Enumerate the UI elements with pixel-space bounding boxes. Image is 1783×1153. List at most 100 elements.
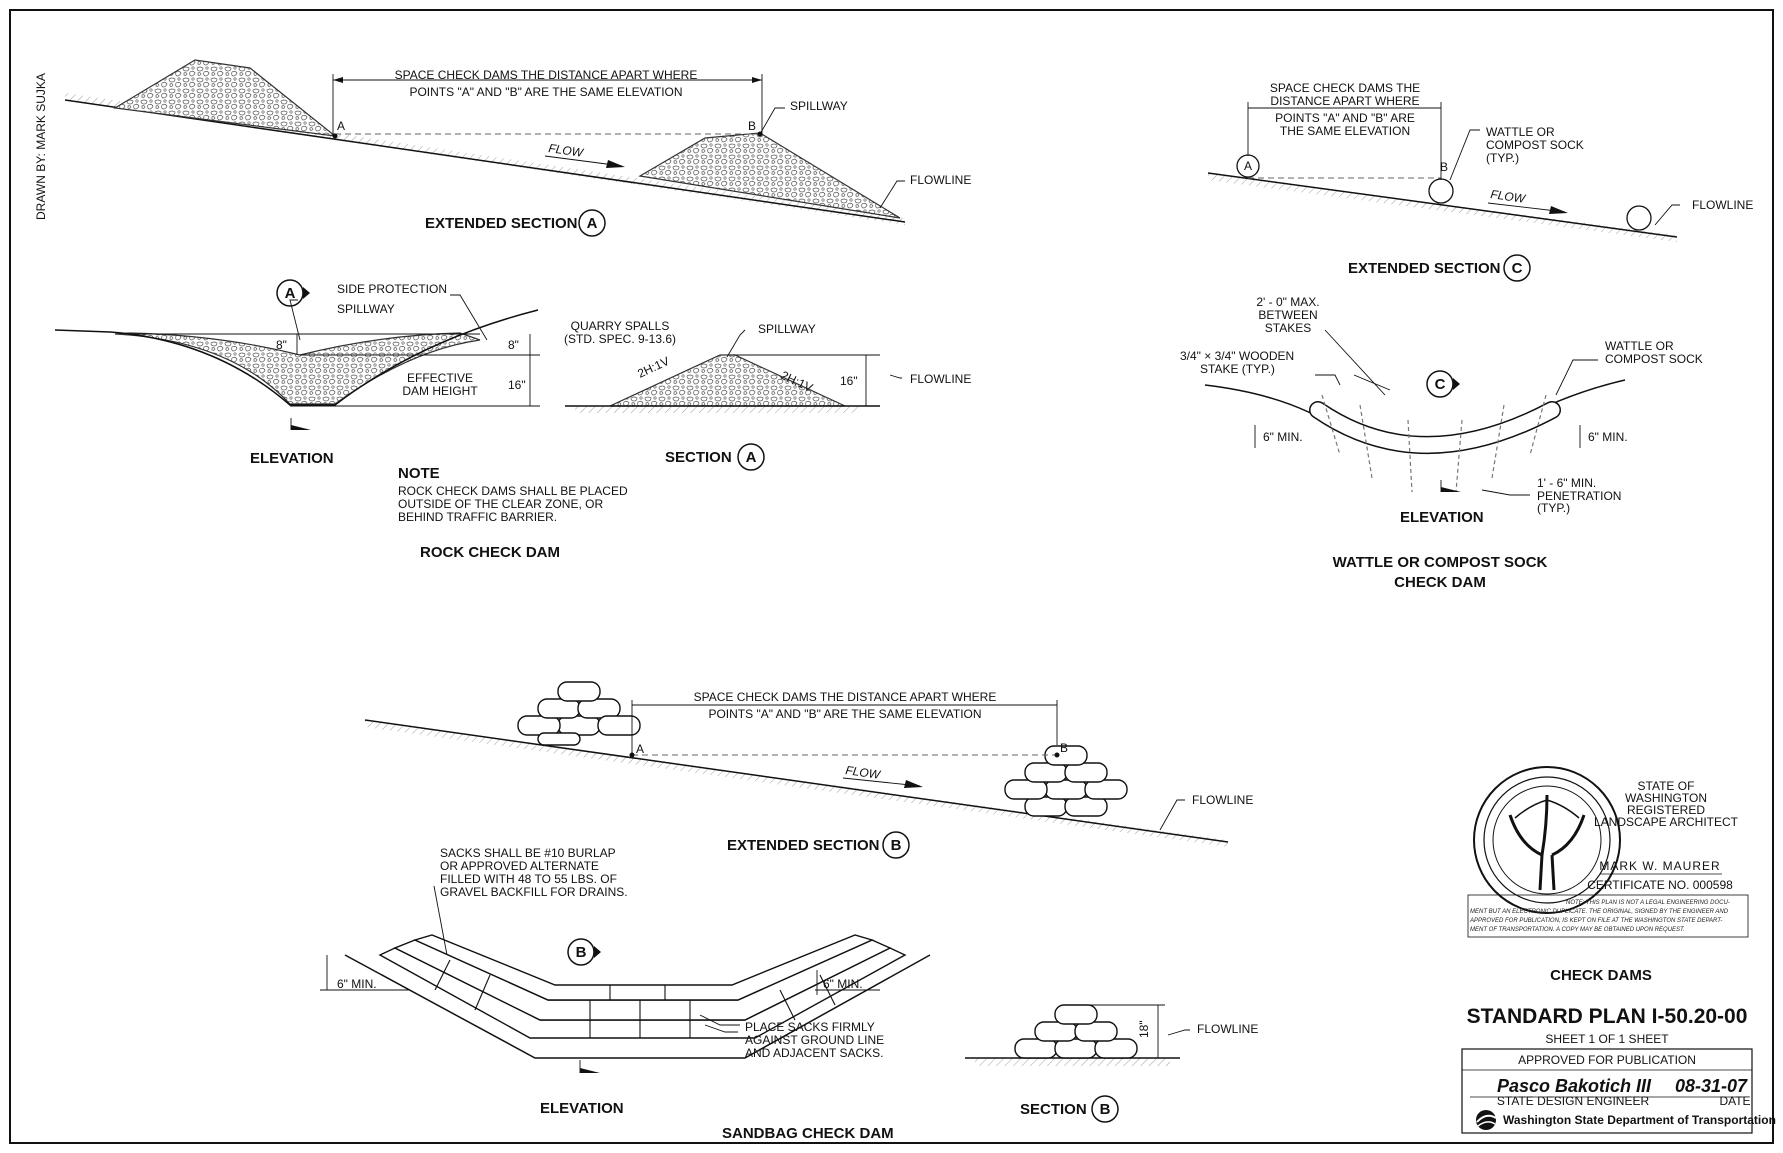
svg-text:C: C bbox=[1512, 260, 1523, 277]
section-a-title: SECTION bbox=[665, 449, 732, 466]
svg-text:SPILLWAY: SPILLWAY bbox=[758, 322, 816, 336]
svg-text:16": 16" bbox=[508, 378, 526, 392]
svg-text:WATTLE OR COMPOST SOCK: WATTLE OR COMPOST SOCK bbox=[1333, 554, 1548, 571]
svg-text:REGISTERED: REGISTERED bbox=[1627, 803, 1705, 817]
sheet-title: CHECK DAMS bbox=[1550, 967, 1652, 984]
svg-text:LANDSCAPE ARCHITECT: LANDSCAPE ARCHITECT bbox=[1594, 815, 1739, 829]
elevation-title: ELEVATION bbox=[250, 450, 334, 467]
rock-extended-section: SPACE CHECK DAMS THE DISTANCE APART WHER… bbox=[64, 59, 971, 237]
sandbag-section: 18" FLOWLINE SECTION B bbox=[965, 1004, 1258, 1123]
svg-text:2' - 0" MAX.: 2' - 0" MAX. bbox=[1256, 295, 1319, 309]
svg-text:B: B bbox=[576, 944, 587, 961]
rock-space-note: SPACE CHECK DAMS THE DISTANCE APART WHER… bbox=[395, 68, 698, 82]
svg-text:THE SAME ELEVATION: THE SAME ELEVATION bbox=[1280, 124, 1410, 138]
svg-text:WASHINGTON: WASHINGTON bbox=[1625, 791, 1707, 805]
svg-text:COMPOST SOCK: COMPOST SOCK bbox=[1605, 352, 1703, 366]
svg-text:(STD. SPEC. 9-13.6): (STD. SPEC. 9-13.6) bbox=[564, 332, 676, 346]
svg-text:OR APPROVED ALTERNATE: OR APPROVED ALTERNATE bbox=[440, 859, 599, 873]
svg-text:DATE: DATE bbox=[1719, 1094, 1750, 1108]
extended-section-title: EXTENDED SECTION bbox=[425, 215, 578, 232]
wattle-circle-b bbox=[1428, 178, 1454, 204]
svg-text:FLOW: FLOW bbox=[1490, 187, 1528, 206]
svg-text:WATTLE OR: WATTLE OR bbox=[1605, 339, 1674, 353]
agency-name: Washington State Department of Transport… bbox=[1503, 1113, 1776, 1127]
spillway-label: SPILLWAY bbox=[790, 99, 848, 113]
svg-text:2H:1V: 2H:1V bbox=[635, 354, 671, 381]
svg-text:A: A bbox=[285, 285, 296, 302]
svg-text:MENT BUT AN ELECTRONIC DUPLICA: MENT BUT AN ELECTRONIC DUPLICATE. THE OR… bbox=[1470, 909, 1729, 915]
rock-section: 16" 2H:1V 2H:1V QUARRY SPALLS (STD. SPEC… bbox=[564, 319, 971, 471]
stamp-seal bbox=[1473, 766, 1621, 914]
svg-text:SECTION: SECTION bbox=[1020, 1101, 1087, 1118]
point-a-label: A bbox=[337, 119, 345, 133]
svg-text:(TYP.): (TYP.) bbox=[1537, 501, 1570, 515]
svg-text:ELEVATION: ELEVATION bbox=[1400, 509, 1484, 526]
svg-text:CHECK DAM: CHECK DAM bbox=[1394, 574, 1486, 591]
rock-elevation: 8" 8" 16" EFFECTIVE DAM HEIGHT SIDE PROT… bbox=[54, 279, 540, 467]
svg-text:(TYP.): (TYP.) bbox=[1486, 151, 1519, 165]
svg-text:B: B bbox=[891, 837, 902, 854]
svg-text:MENT OF TRANSPORTATION. A COP: MENT OF TRANSPORTATION. A COPY MAY BE OB… bbox=[1470, 927, 1685, 933]
svg-text:ELEVATION: ELEVATION bbox=[540, 1100, 624, 1117]
spillway-label-2: SPILLWAY bbox=[337, 302, 395, 316]
svg-text:A: A bbox=[636, 742, 644, 756]
approval-date: 08-31-07 bbox=[1675, 1076, 1748, 1096]
sheet-border bbox=[9, 9, 1774, 1144]
drawn-by: DRAWN BY: MARK SUJKA bbox=[34, 73, 48, 220]
section-marker bbox=[578, 209, 606, 237]
stamp-signature: MARK W. MAURER bbox=[1599, 859, 1720, 873]
svg-text:6" MIN.: 6" MIN. bbox=[1263, 430, 1303, 444]
rock-note: NOTE ROCK CHECK DAMS SHALL BE PLACED OUT… bbox=[398, 465, 628, 524]
svg-text:8": 8" bbox=[508, 338, 519, 352]
svg-text:APPROVED FOR PUBLICATION, IS K: APPROVED FOR PUBLICATION, IS KEPT ON FIL… bbox=[1469, 918, 1722, 924]
svg-text:APPROVED FOR PUBLICATION: APPROVED FOR PUBLICATION bbox=[1518, 1053, 1696, 1067]
svg-text:POINTS "A" AND "B" ARE THE SAM: POINTS "A" AND "B" ARE THE SAME ELEVATIO… bbox=[409, 85, 682, 99]
wattle-circle-c bbox=[1626, 205, 1652, 231]
rock-elevation-body bbox=[114, 332, 481, 405]
title-block: CHECK DAMS STANDARD PLAN I-50.20-00 SHEE… bbox=[1461, 967, 1776, 1134]
svg-text:ROCK CHECK DAMS SHALL BE PLACE: ROCK CHECK DAMS SHALL BE PLACED bbox=[398, 484, 628, 498]
svg-text:PLACE SACKS FIRMLY: PLACE SACKS FIRMLY bbox=[745, 1020, 875, 1034]
svg-text:DISTANCE APART WHERE: DISTANCE APART WHERE bbox=[1270, 94, 1419, 108]
svg-text:16": 16" bbox=[840, 374, 858, 388]
svg-text:B: B bbox=[1060, 741, 1068, 755]
wattle-elevation: 6" MIN. 6" MIN. 3/4" × 3/4" WOODEN STAKE… bbox=[1180, 295, 1703, 591]
svg-text:AND ADJACENT SACKS.: AND ADJACENT SACKS. bbox=[745, 1046, 883, 1060]
svg-text:A: A bbox=[746, 449, 757, 466]
svg-text:GRAVEL BACKFILL FOR DRAINS.: GRAVEL BACKFILL FOR DRAINS. bbox=[440, 885, 628, 899]
svg-text:FLOW: FLOW bbox=[845, 763, 883, 782]
svg-text:POINTS "A" AND "B" ARE THE SAM: POINTS "A" AND "B" ARE THE SAME ELEVATIO… bbox=[708, 707, 981, 721]
svg-text:6" MIN.: 6" MIN. bbox=[337, 977, 377, 991]
flowline-label: FLOWLINE bbox=[910, 173, 971, 187]
svg-text:A: A bbox=[587, 215, 598, 232]
svg-text:COMPOST SOCK: COMPOST SOCK bbox=[1486, 138, 1584, 152]
quarry-spalls-label: QUARRY SPALLS bbox=[571, 319, 670, 333]
svg-text:FLOWLINE: FLOWLINE bbox=[1692, 198, 1753, 212]
svg-text:POINTS "A" AND "B" ARE: POINTS "A" AND "B" ARE bbox=[1275, 111, 1415, 125]
svg-text:3/4" × 3/4" WOODEN: 3/4" × 3/4" WOODEN bbox=[1180, 349, 1294, 363]
svg-text:SPACE CHECK DAMS THE: SPACE CHECK DAMS THE bbox=[1270, 81, 1420, 95]
rock-dam-upper bbox=[113, 59, 338, 137]
svg-text:FLOWLINE: FLOWLINE bbox=[1197, 1022, 1258, 1036]
svg-text:BETWEEN: BETWEEN bbox=[1258, 308, 1317, 322]
svg-text:EXTENDED SECTION: EXTENDED SECTION bbox=[727, 837, 880, 854]
wsdot-logo-icon bbox=[1476, 1110, 1497, 1130]
svg-text:STATE DESIGN ENGINEER: STATE DESIGN ENGINEER bbox=[1497, 1094, 1650, 1108]
svg-text:STAKE (TYP.): STAKE (TYP.) bbox=[1200, 362, 1275, 376]
svg-text:1' - 6" MIN.: 1' - 6" MIN. bbox=[1537, 476, 1596, 490]
approver-signature: Pasco Bakotich III bbox=[1497, 1076, 1652, 1096]
svg-text:WATTLE OR: WATTLE OR bbox=[1486, 125, 1555, 139]
svg-text:18": 18" bbox=[1137, 1020, 1151, 1038]
flow-label: FLOW bbox=[548, 141, 586, 160]
sandbag-check-dam-title: SANDBAG CHECK DAM bbox=[722, 1125, 894, 1142]
svg-text:C: C bbox=[1435, 376, 1446, 393]
standard-plan-number: STANDARD PLAN I-50.20-00 bbox=[1467, 1005, 1748, 1028]
sandbag-stack-lower bbox=[1004, 745, 1128, 817]
sandbag-elevation: 6" MIN. 6" MIN. SACKS SHALL BE #10 BURLA… bbox=[320, 846, 931, 1117]
svg-text:STAKES: STAKES bbox=[1265, 321, 1311, 335]
svg-text:NOTE: NOTE bbox=[398, 465, 440, 482]
svg-text:OUTSIDE OF THE CLEAR ZONE, OR: OUTSIDE OF THE CLEAR ZONE, OR bbox=[398, 497, 603, 511]
sandbag-chain bbox=[378, 934, 907, 1039]
svg-text:SACKS SHALL BE #10 BURLAP: SACKS SHALL BE #10 BURLAP bbox=[440, 846, 616, 860]
svg-text:FILLED WITH 48 TO 55 LBS. OF: FILLED WITH 48 TO 55 LBS. OF bbox=[440, 872, 617, 886]
